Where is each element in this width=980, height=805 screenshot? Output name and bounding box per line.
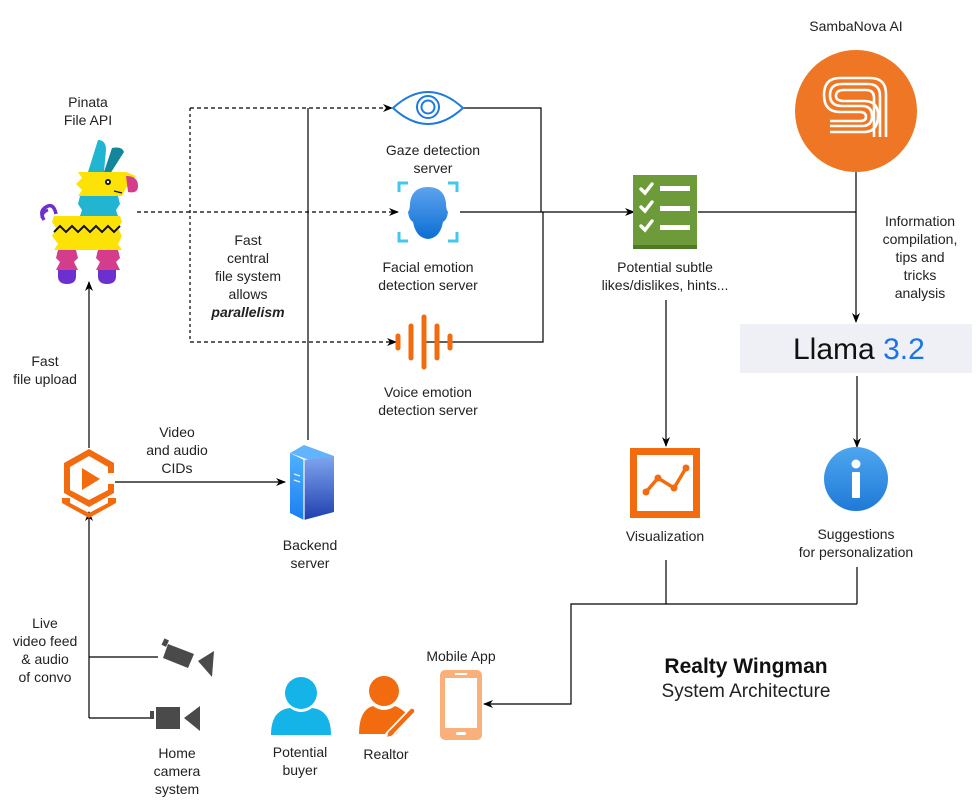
backend-server-label: Backend server	[282, 537, 338, 571]
info-compilation-label: Information compilation, tips and tricks…	[882, 213, 958, 301]
llama-version: 3.2	[883, 333, 925, 366]
mobile-app-label: Mobile App	[426, 648, 496, 664]
camera-2	[150, 706, 200, 731]
checklist-icon	[633, 175, 697, 249]
realtor-label: Realtor	[363, 746, 409, 762]
sound-wave-icon	[395, 314, 453, 370]
facial-server-label: Facial emotion detection server	[378, 259, 478, 293]
parallelism-note: Fast central file system allows paralleli…	[211, 231, 284, 321]
eye-icon	[391, 91, 465, 125]
server-tower-icon	[290, 445, 334, 520]
video-storage-icon	[62, 449, 116, 518]
visualization-label: Visualization	[625, 528, 705, 544]
sambanova-label: SambaNova AI	[809, 18, 903, 34]
edge-voice-out	[426, 212, 544, 343]
security-camera-icon	[150, 638, 214, 731]
llama-logo-box	[740, 324, 972, 373]
info-icon	[824, 447, 888, 511]
llama-name: Llama	[793, 333, 875, 366]
edge-gaze-out	[462, 107, 542, 212]
buyer-label: Potential buyer	[272, 744, 328, 778]
edge-merge-mobile	[483, 603, 857, 708]
user-edit-icon	[359, 676, 417, 739]
suggestions-label: Suggestions for personalization	[798, 526, 914, 560]
connectors	[85, 104, 861, 719]
smartphone-icon	[440, 670, 482, 740]
title-main: Realty Wingman	[664, 655, 828, 678]
parallelism-emphasis: parallelism	[211, 304, 285, 320]
llama-wordmark: Llama 3.2	[793, 333, 925, 367]
gaze-server-label: Gaze detection server	[385, 142, 481, 176]
checklist-label: Potential subtle likes/dislikes, hints..…	[601, 259, 729, 293]
face-scan-icon	[397, 181, 459, 243]
home-camera-label: Home camera system	[153, 745, 201, 797]
pinata-label: Pinata File API	[63, 94, 113, 128]
title-subtitle: System Architecture	[661, 681, 831, 702]
file-upload-label: Fast file upload	[13, 353, 77, 387]
cids-label: Video and audio CIDs	[146, 424, 208, 476]
parallelism-note-text: Fast central file system allows	[214, 232, 282, 302]
pinata-llama-icon	[40, 140, 138, 284]
diagram-title: Realty Wingman System Architecture	[662, 654, 831, 704]
user-icon	[271, 677, 331, 735]
camera-1	[161, 638, 214, 677]
sambanova-logo-icon	[795, 50, 917, 172]
line-chart-icon	[630, 448, 700, 518]
live-feed-label: Live video feed & audio of convo	[12, 615, 78, 685]
voice-server-label: Voice emotion detection server	[378, 384, 478, 418]
